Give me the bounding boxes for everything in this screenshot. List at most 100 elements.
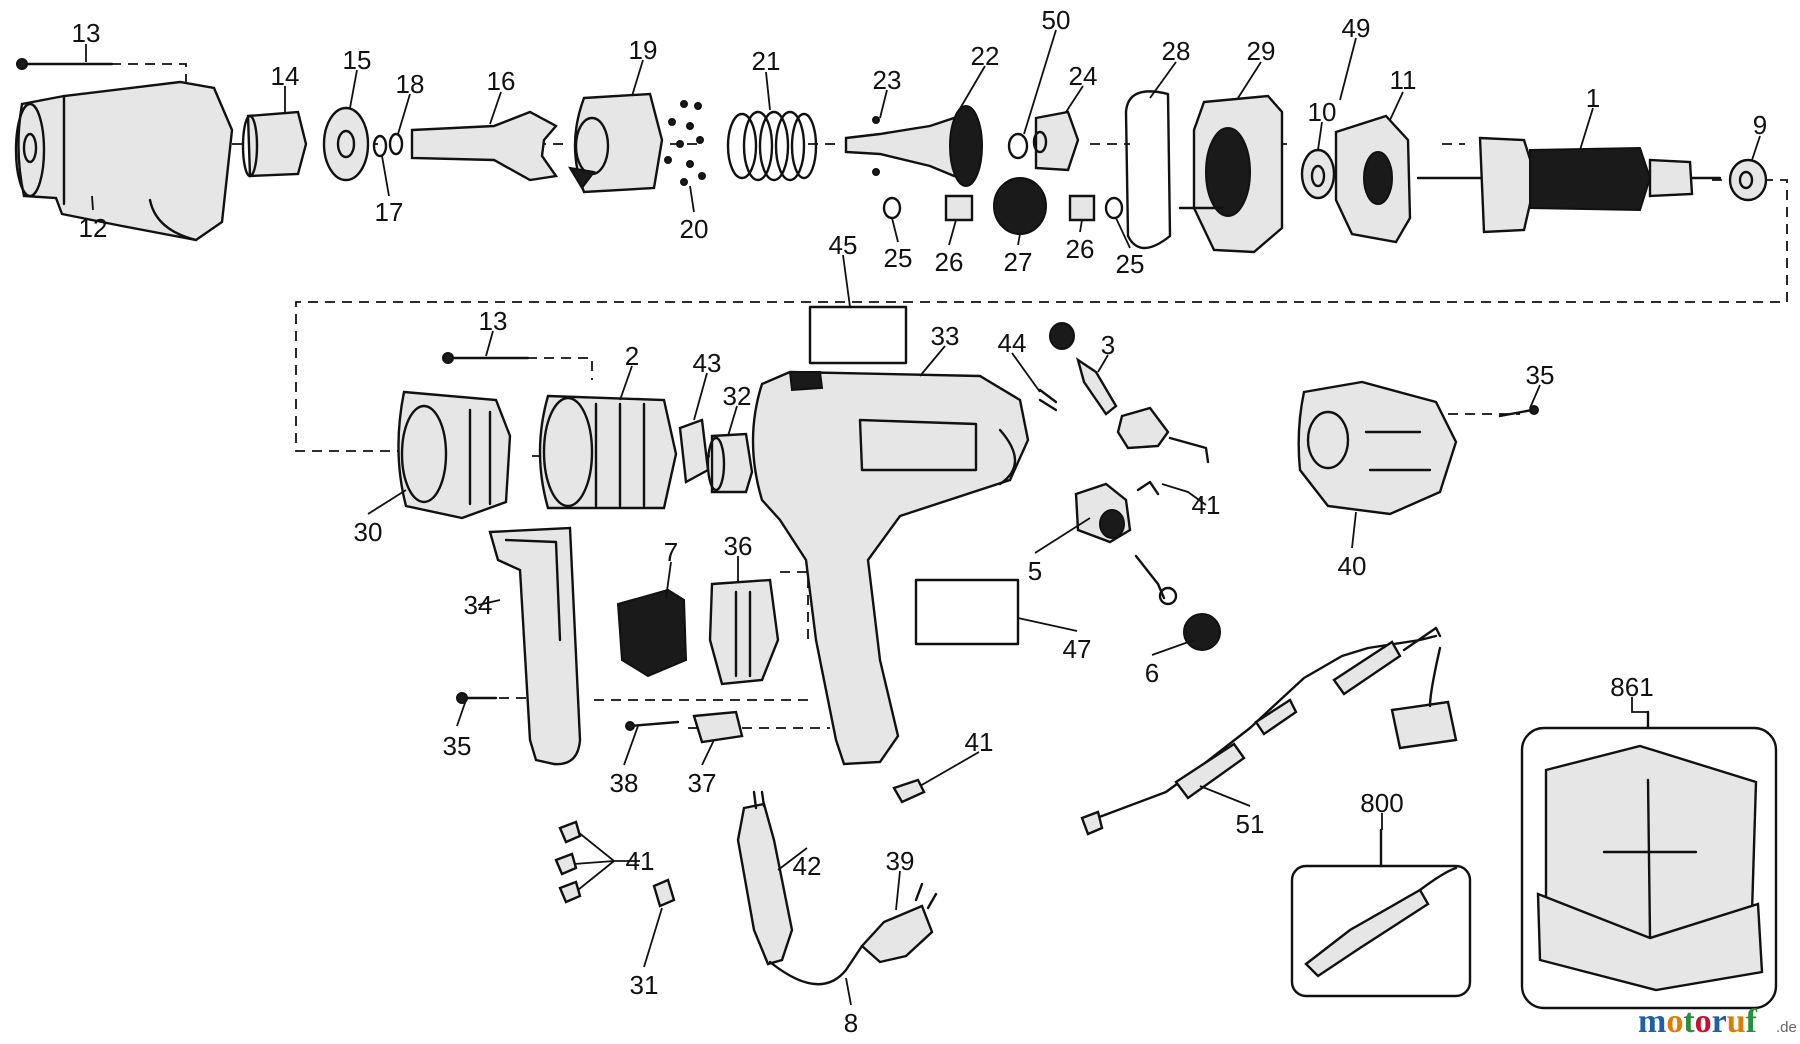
callout-29: 29	[1247, 36, 1276, 66]
part-bearing-9	[1728, 158, 1768, 202]
part-field-2	[538, 394, 678, 510]
callout-861: 861	[1610, 672, 1653, 702]
callout-13: 13	[479, 306, 508, 336]
part-fan-baffle-30	[397, 390, 512, 520]
watermark-letter: u	[1727, 1003, 1746, 1040]
part-spring-21	[726, 110, 818, 182]
part-label-45	[808, 305, 908, 365]
callout-14: 14	[271, 61, 300, 91]
callout-3: 3	[1101, 330, 1115, 360]
callout-45: 45	[829, 230, 858, 260]
watermark-letter: r	[1712, 1003, 1727, 1040]
callout-25: 25	[1116, 249, 1145, 279]
part-accessory-800	[1290, 828, 1472, 998]
callout-41: 41	[626, 846, 655, 876]
callout-31: 31	[630, 970, 659, 1000]
part-gasket-28	[1124, 90, 1172, 250]
part-brush-assembly-3-44	[1038, 322, 1210, 464]
callout-21: 21	[752, 46, 781, 76]
part-balls-20	[664, 100, 706, 186]
part-nut-31	[652, 878, 676, 908]
callout-16: 16	[487, 66, 516, 96]
callout-50: 50	[1042, 5, 1071, 35]
callout-11: 11	[1390, 65, 1417, 95]
watermark-text: motoruf	[1638, 1003, 1758, 1040]
watermark-letter: o	[1695, 1003, 1712, 1040]
callout-28: 28	[1162, 36, 1191, 66]
part-hammer-cage-19	[568, 92, 664, 194]
part-terminals-41c	[554, 820, 582, 904]
callout-26: 26	[935, 247, 964, 277]
part-armature-1	[1416, 136, 1722, 234]
leader-lines	[85, 29, 1761, 1006]
part-baffle-11	[1334, 114, 1412, 244]
part-cord-set-51	[1080, 626, 1458, 836]
part-screw-38	[625, 720, 680, 731]
callout-37: 37	[688, 768, 717, 798]
part-washer-50	[1007, 132, 1029, 160]
callout-34: 34	[464, 590, 493, 620]
callout-22: 22	[971, 41, 1000, 71]
callout-47: 47	[1063, 634, 1092, 664]
callout-17: 17	[375, 197, 404, 227]
part-bearing-10	[1300, 148, 1336, 200]
part-brush-6	[1134, 554, 1221, 651]
callout-5: 5	[1028, 556, 1042, 586]
part-label-47	[914, 578, 1020, 646]
callout-43: 43	[693, 348, 722, 378]
callout-42: 42	[793, 851, 822, 881]
part-spindle-22	[844, 105, 983, 187]
part-housing-33	[751, 370, 1030, 766]
callout-12: 12	[79, 213, 108, 243]
part-clamp-37	[692, 710, 744, 744]
part-brush-box-5	[1074, 480, 1160, 544]
callout-33: 33	[931, 321, 960, 351]
callout-35: 35	[1526, 360, 1555, 390]
part-anvil-16	[410, 110, 559, 182]
callout-23: 23	[873, 65, 902, 95]
part-screw-35a	[1498, 405, 1539, 418]
part-bearing-14	[241, 110, 308, 178]
callout-41: 41	[965, 727, 994, 757]
callout-8: 8	[844, 1008, 858, 1038]
part-kit-box-861	[1520, 710, 1778, 1010]
watermark-letter: o	[1666, 1003, 1683, 1040]
part-washer-15	[322, 106, 370, 182]
callout-1: 1	[1586, 83, 1600, 113]
part-bearing-24	[1032, 110, 1080, 172]
callout-38: 38	[610, 768, 639, 798]
callout-36: 36	[724, 531, 753, 561]
callout-13: 13	[72, 18, 101, 48]
part-handle-34	[488, 526, 582, 766]
callout-26: 26	[1066, 234, 1095, 264]
watermark-letter: t	[1683, 1003, 1695, 1040]
callout-27: 27	[1004, 247, 1033, 277]
part-brush-holder-43	[678, 418, 710, 484]
part-terminal-41b	[892, 778, 926, 804]
part-bearing-32	[706, 432, 754, 494]
callout-18: 18	[396, 69, 425, 99]
callout-51: 51	[1236, 809, 1265, 839]
callout-20: 20	[680, 214, 709, 244]
part-switch-bracket-36	[708, 578, 780, 686]
part-rings-17-18	[372, 132, 404, 158]
callout-49: 49	[1342, 13, 1371, 43]
callout-40: 40	[1338, 551, 1367, 581]
part-end-cap-40	[1297, 380, 1458, 516]
callout-44: 44	[998, 328, 1027, 358]
part-gear-case-12	[14, 80, 234, 242]
part-cord-8-plug-39	[768, 882, 938, 986]
callout-24: 24	[1069, 61, 1098, 91]
callout-25: 25	[884, 243, 913, 273]
callout-39: 39	[886, 846, 915, 876]
callout-2: 2	[625, 341, 639, 371]
callout-800: 800	[1360, 788, 1403, 818]
callout-7: 7	[664, 537, 678, 567]
callout-41: 41	[1192, 490, 1221, 520]
part-screw-13	[16, 58, 114, 70]
watermark-motoruf: motoruf .de	[1638, 1003, 1797, 1040]
watermark-tld: .de	[1776, 1019, 1797, 1036]
part-switch-7	[616, 588, 688, 678]
